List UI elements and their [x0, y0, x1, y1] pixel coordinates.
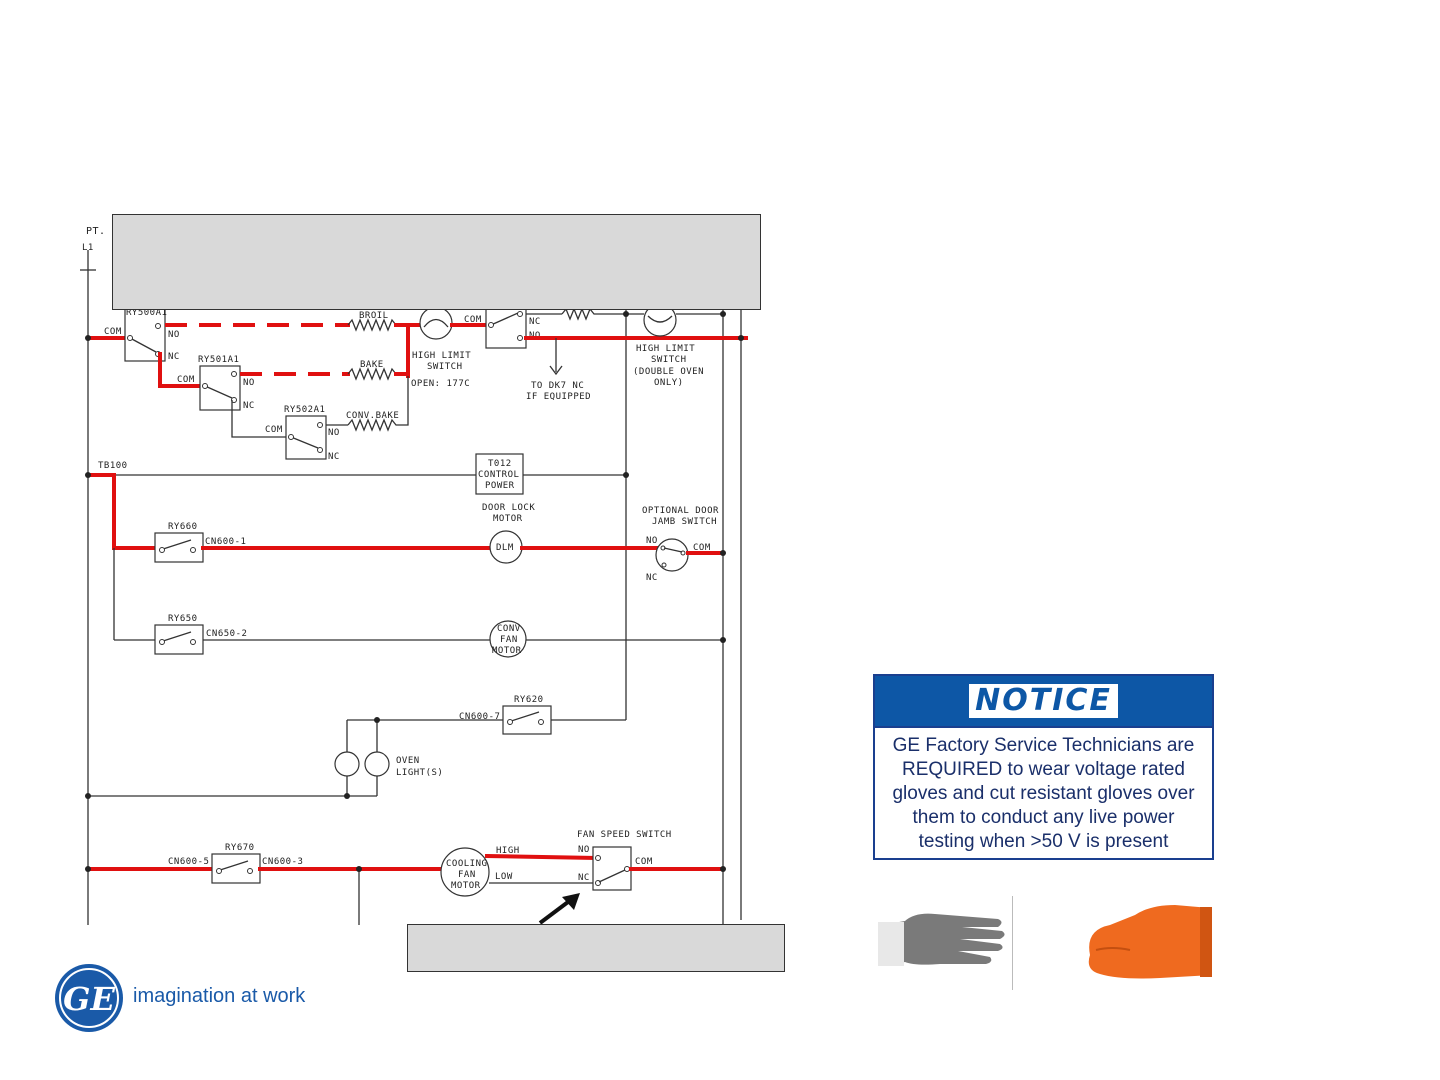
svg-text:COOLING: COOLING [446, 859, 487, 869]
svg-text:LIGHT(S): LIGHT(S) [396, 768, 443, 778]
arrow-icon [538, 893, 580, 925]
bottom-cover-panel [407, 924, 785, 972]
l1-label: L1 [82, 243, 94, 253]
svg-text:HIGH: HIGH [496, 846, 520, 856]
svg-text:HIGH LIMIT: HIGH LIMIT [636, 344, 695, 354]
pt-label: PT. [86, 226, 106, 237]
hot-ry501-feed [158, 352, 202, 388]
hls-line2: SWITCH [427, 362, 463, 372]
svg-text:CONV: CONV [497, 624, 521, 634]
t012-control-power [475, 453, 524, 495]
tb100-label: TB100 [98, 461, 128, 471]
conv-fan-motor [489, 620, 527, 658]
svg-text:NC: NC [646, 573, 658, 583]
svg-text:CN650-2: CN650-2 [206, 629, 247, 639]
com-label-2: COM [464, 315, 482, 325]
ry502a1-com: COM [265, 425, 283, 435]
svg-text:FAN: FAN [500, 635, 518, 645]
ge-logo-text: GE [63, 980, 115, 1018]
top-cover-panel [112, 214, 761, 310]
svg-text:NO: NO [578, 845, 590, 855]
bake-label: BAKE [360, 360, 384, 370]
gloves-divider [1012, 896, 1013, 990]
cooling-fan-motor [440, 847, 490, 897]
svg-text:NC: NC [578, 873, 590, 883]
notice-header: NOTICE [875, 676, 1212, 728]
svg-text:LOW: LOW [495, 872, 513, 882]
bake-element [347, 367, 397, 381]
svg-text:RY660: RY660 [168, 522, 198, 532]
ry502a1-label: RY502A1 [284, 405, 325, 415]
conv-bake-label: CONV.BAKE [346, 411, 399, 421]
ry501a1-no: NO [243, 378, 255, 388]
oven-light-1 [334, 751, 360, 777]
broil-label: BROIL [359, 311, 389, 321]
svg-text:FAN: FAN [458, 870, 476, 880]
brand-tagline: imagination at work [133, 985, 306, 1007]
ry500a1-label: RY500A1 [126, 308, 167, 318]
high-limit-switch [419, 306, 453, 340]
ry500a1-no: NO [168, 330, 180, 340]
svg-text:SWITCH: SWITCH [651, 355, 687, 365]
ry500a1-nc: NC [168, 352, 180, 362]
hls-open: OPEN: 177C [411, 379, 470, 389]
cut-resistant-glove-icon [878, 913, 1005, 966]
svg-text:RY650: RY650 [168, 614, 198, 624]
ry500a1-contact [129, 337, 157, 353]
conv-bake-element [347, 376, 409, 432]
svg-text:CN600-7: CN600-7 [459, 712, 500, 722]
ry501a1-nc: NC [243, 401, 255, 411]
notice-box: NOTICE GE Factory Service Technicians ar… [873, 674, 1214, 860]
svg-text:OVEN: OVEN [396, 756, 420, 766]
svg-text:MOTOR: MOTOR [492, 646, 522, 656]
broil-element [347, 318, 397, 332]
svg-text:COM: COM [693, 543, 711, 553]
svg-text:NO: NO [646, 536, 658, 546]
oven-light-2 [364, 751, 390, 777]
svg-text:RY620: RY620 [514, 695, 544, 705]
ge-logo-icon: GE [55, 964, 123, 1032]
notice-body: GE Factory Service Technicians are REQUI… [892, 735, 1195, 852]
svg-text:CN600-3: CN600-3 [262, 857, 303, 867]
svg-text:NC: NC [529, 317, 541, 327]
svg-text:COM: COM [635, 857, 653, 867]
svg-text:(DOUBLE OVEN: (DOUBLE OVEN [633, 367, 704, 377]
hls-line1: HIGH LIMIT [412, 351, 471, 361]
svg-text:DLM: DLM [496, 543, 514, 553]
to-dk7-line1: TO DK7 NC [531, 381, 584, 391]
ry502a1-no: NO [328, 428, 340, 438]
svg-text:T012: T012 [488, 459, 512, 469]
to-dk7-arrow [549, 365, 563, 376]
svg-text:OPTIONAL DOOR: OPTIONAL DOOR [642, 506, 719, 516]
ry501a1-com: COM [177, 375, 195, 385]
notice-title: NOTICE [969, 684, 1118, 718]
svg-text:CN600-5: CN600-5 [168, 857, 209, 867]
svg-text:ONLY): ONLY) [654, 378, 684, 388]
svg-text:CN600-1: CN600-1 [205, 537, 246, 547]
svg-text:MOTOR: MOTOR [451, 881, 481, 891]
svg-text:FAN SPEED SWITCH: FAN SPEED SWITCH [577, 830, 672, 840]
svg-text:CONTROL: CONTROL [478, 470, 519, 480]
svg-text:RY670: RY670 [225, 843, 255, 853]
ry502a1-nc: NC [328, 452, 340, 462]
voltage-rated-glove-icon [1088, 905, 1212, 979]
svg-text:DOOR LOCK: DOOR LOCK [482, 503, 535, 513]
svg-text:MOTOR: MOTOR [493, 514, 523, 524]
to-dk7-line2: IF EQUIPPED [526, 392, 591, 402]
com-label: COM [104, 327, 122, 337]
svg-text:JAMB SWITCH: JAMB SWITCH [652, 517, 717, 527]
svg-text:POWER: POWER [485, 481, 515, 491]
ry501a1-label: RY501A1 [198, 355, 239, 365]
